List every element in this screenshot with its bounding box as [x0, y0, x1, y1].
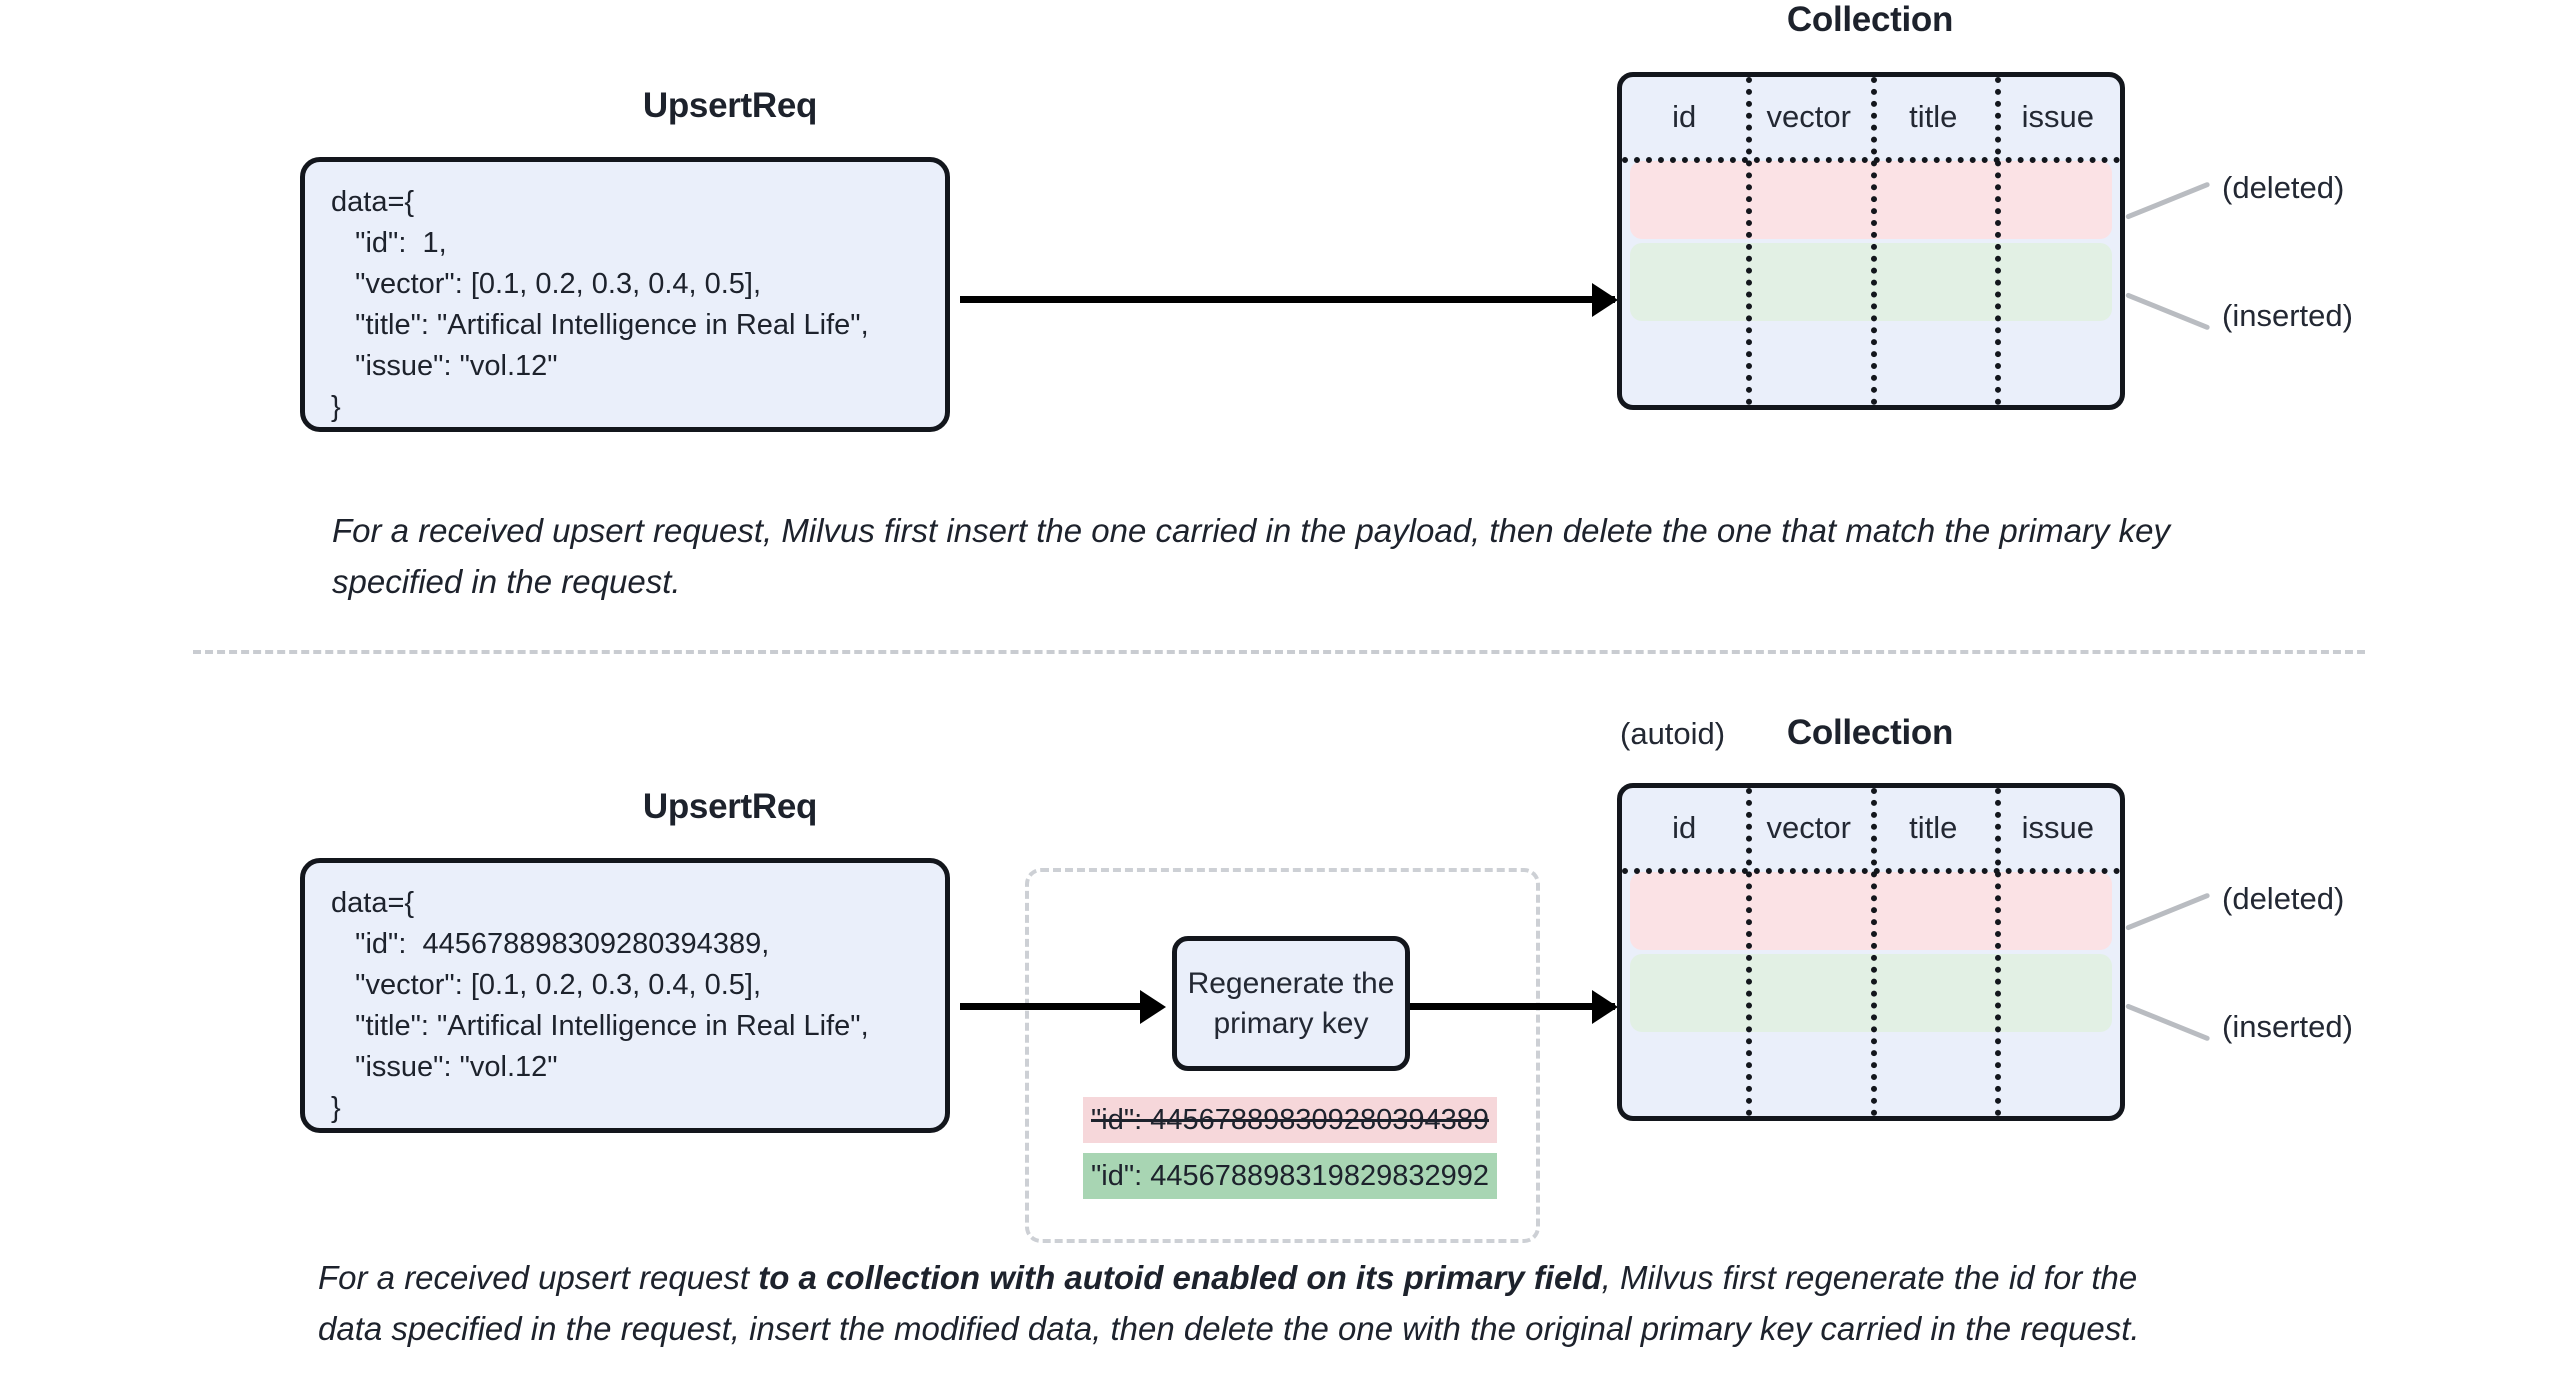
- bottom-collection-table: id vector title issue: [1617, 783, 2125, 1121]
- code-line: "title": "Artifical Intelligence in Real…: [331, 1010, 869, 1042]
- bottom-inserted-annotation: (inserted): [2222, 1009, 2353, 1044]
- code-line: "id": 445678898309280394389,: [331, 928, 770, 960]
- bottom-deleted-annotation: (deleted): [2222, 881, 2345, 916]
- bottom-flow-arrow2-head: [1592, 990, 1618, 1024]
- top-deleted-annotation: (deleted): [2222, 170, 2345, 205]
- code-line: "issue": "vol.12": [331, 350, 558, 382]
- code-line: "vector": [0.1, 0.2, 0.3, 0.4, 0.5],: [331, 969, 762, 1001]
- top-col-sep-3: [1995, 77, 2001, 405]
- column-header-id: id: [1672, 810, 1697, 845]
- bottom-upsertreq-title: UpsertReq: [642, 787, 818, 826]
- code-line: "issue": "vol.12": [331, 1051, 558, 1083]
- top-inserted-leader-line: [2125, 292, 2211, 331]
- code-line: data={: [331, 887, 415, 919]
- top-collection-title: Collection: [1786, 0, 1954, 39]
- bottom-inserted-leader-line: [2125, 1003, 2211, 1042]
- code-line: }: [331, 1092, 341, 1124]
- regenerate-box-line2: primary key: [1213, 1006, 1369, 1040]
- bottom-flow-arrow2-line: [1410, 1003, 1615, 1010]
- bottom-caption-part1: For a received upsert request: [318, 1259, 759, 1296]
- column-header-vector: vector: [1766, 99, 1851, 134]
- bottom-request-codebox: data={ "id": 445678898309280394389, "vec…: [300, 858, 950, 1133]
- top-inserted-annotation: (inserted): [2222, 298, 2353, 333]
- bottom-collection-title: Collection: [1786, 713, 1954, 752]
- column-header-title: title: [1909, 99, 1958, 134]
- top-upsertreq-title: UpsertReq: [642, 86, 818, 125]
- autoid-label: (autoid): [1620, 716, 1726, 751]
- code-line: "title": "Artifical Intelligence in Real…: [331, 309, 869, 341]
- code-line: data={: [331, 186, 415, 218]
- bottom-col-sep-3: [1995, 788, 2001, 1116]
- column-header-title: title: [1909, 810, 1958, 845]
- bottom-col-sep-2: [1871, 788, 1877, 1116]
- top-table-header-row: id vector title issue: [1622, 77, 2120, 157]
- code-line: "id": 1,: [331, 227, 447, 259]
- bottom-caption-bold: to a collection with autoid enabled on i…: [758, 1259, 1602, 1296]
- code-line: }: [331, 391, 341, 423]
- bottom-table-header-row: id vector title issue: [1622, 788, 2120, 868]
- top-collection-table: id vector title issue: [1617, 72, 2125, 410]
- bottom-deleted-leader-line: [2125, 892, 2211, 931]
- column-header-issue: issue: [2021, 810, 2094, 845]
- regenerate-box-line1: Regenerate the: [1187, 966, 1395, 1000]
- bottom-caption-part2: , Milvus first regenerate the id for the…: [318, 1259, 2140, 1347]
- regenerate-group-container: [1025, 868, 1540, 1243]
- top-col-sep-1: [1746, 77, 1752, 405]
- column-header-issue: issue: [2021, 99, 2094, 134]
- top-deleted-leader-line: [2125, 181, 2211, 220]
- top-col-sep-2: [1871, 77, 1877, 405]
- new-primary-key-chip: "id": 445678898319829832992: [1083, 1153, 1497, 1199]
- section-divider: [193, 650, 2365, 654]
- top-flow-arrow-head: [1592, 283, 1618, 317]
- bottom-flow-arrow1-head: [1140, 990, 1166, 1024]
- top-caption: For a received upsert request, Milvus fi…: [332, 512, 2170, 600]
- regenerate-box-label: Regenerate the primary key: [1188, 964, 1395, 1044]
- bottom-flow-arrow1-line: [960, 1003, 1145, 1010]
- column-header-vector: vector: [1766, 810, 1851, 845]
- old-primary-key-chip: "id": 445678898309280394389: [1083, 1097, 1497, 1143]
- column-header-id: id: [1672, 99, 1697, 134]
- top-flow-arrow-line: [960, 296, 1615, 303]
- top-request-codebox: data={ "id": 1, "vector": [0.1, 0.2, 0.3…: [300, 157, 950, 432]
- code-line: "vector": [0.1, 0.2, 0.3, 0.4, 0.5],: [331, 268, 762, 300]
- bottom-col-sep-1: [1746, 788, 1752, 1116]
- regenerate-primary-key-box: Regenerate the primary key: [1172, 936, 1410, 1071]
- bottom-caption: For a received upsert request to a colle…: [318, 1252, 2148, 1354]
